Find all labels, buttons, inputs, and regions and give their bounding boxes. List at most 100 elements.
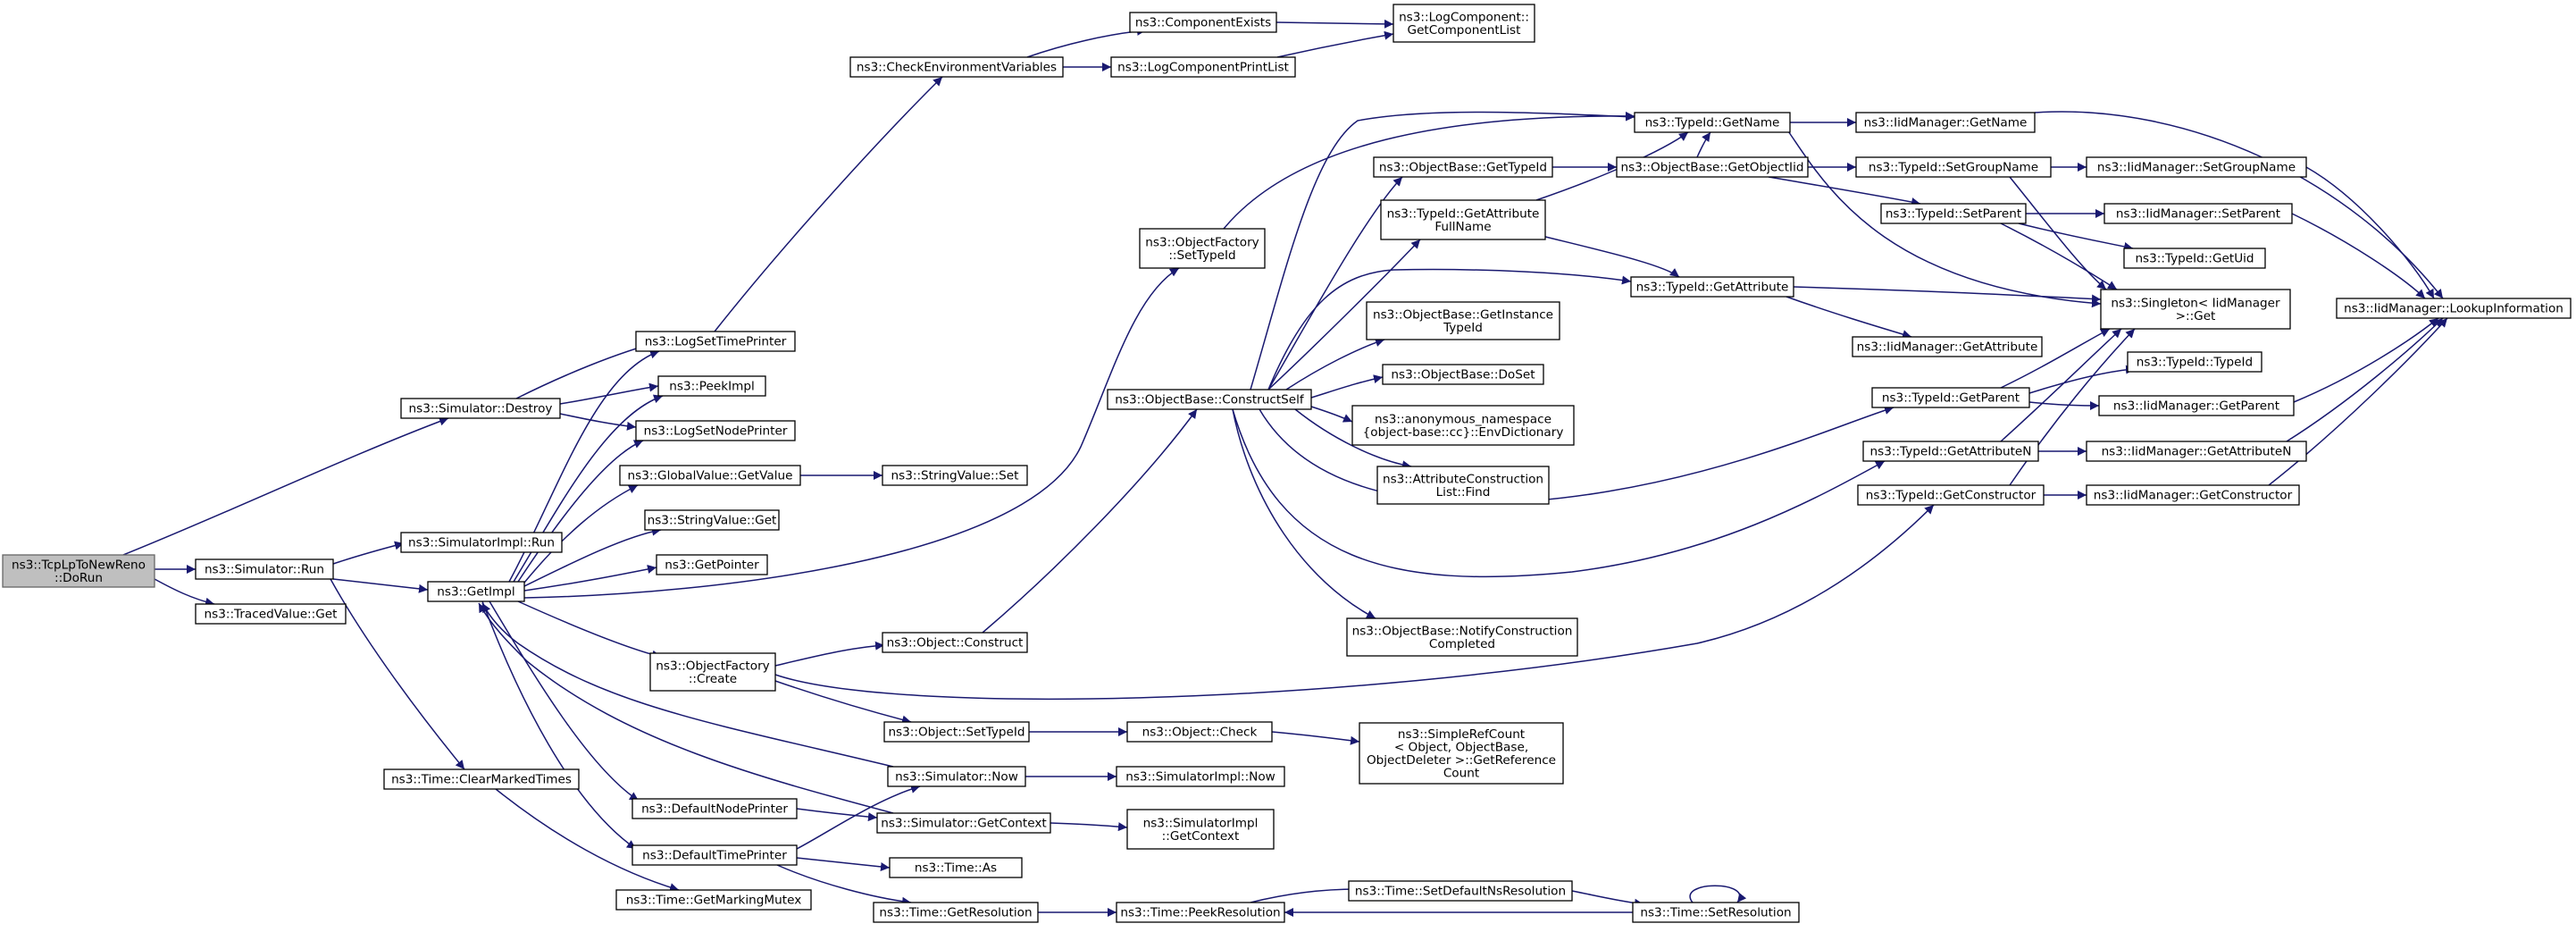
node-peek-impl[interactable]: ns3::PeekImpl <box>657 375 766 397</box>
node-sim-run[interactable]: ns3::Simulator::Run <box>195 558 334 580</box>
node-label: Completed <box>1429 637 1495 651</box>
node-label: ns3::StringValue::Get <box>648 514 777 528</box>
call-arrow <box>523 526 662 587</box>
node-check-env[interactable]: ns3::CheckEnvironmentVariables <box>849 56 1064 78</box>
node-sim-get-context[interactable]: ns3::Simulator::GetContext <box>876 812 1051 834</box>
node-iid-set-parent[interactable]: ns3::IidManager::SetParent <box>2103 203 2293 224</box>
node-log-set-time-printer[interactable]: ns3::LogSetTimePrinter <box>635 331 796 352</box>
node-log-comp-get-list[interactable]: ns3::LogComponent::GetComponentList <box>1393 4 1535 43</box>
node-simple-ref-count[interactable]: ns3::SimpleRefCount< Object, ObjectBase,… <box>1359 722 1564 785</box>
node-iid-get-constructor[interactable]: ns3::IidManager::GetConstructor <box>2086 484 2300 506</box>
node-time-as[interactable]: ns3::Time::As <box>889 857 1023 878</box>
node-iid-lookup[interactable]: ns3::IidManager::LookupInformation <box>2336 298 2572 319</box>
node-label: ns3::anonymous_namespace <box>1375 412 1551 426</box>
call-arrow <box>481 600 637 850</box>
node-string-value-set[interactable]: ns3::StringValue::Set <box>882 465 1028 486</box>
call-edge-get-impl-to-of-set-type-id <box>523 267 1180 599</box>
node-log-comp-print-list[interactable]: ns3::LogComponentPrintList <box>1110 56 1296 78</box>
node-singleton-get[interactable]: ns3::Singleton< IidManager>::Get <box>2100 289 2291 330</box>
node-tid-get-constructor[interactable]: ns3::TypeId::GetConstructor <box>1857 484 2045 506</box>
call-arrow <box>1310 374 1384 399</box>
node-default-node-printer[interactable]: ns3::DefaultNodePrinter <box>631 798 798 819</box>
node-box <box>631 844 798 866</box>
node-get-pointer[interactable]: ns3::GetPointer <box>656 554 768 575</box>
call-arrow <box>1267 239 1421 390</box>
node-box <box>2086 441 2307 462</box>
node-box <box>2103 203 2293 224</box>
node-ob-construct-self[interactable]: ns3::ObjectBase::ConstructSelf <box>1107 389 1312 410</box>
node-label: ns3::ComponentExists <box>1135 16 1271 30</box>
node-peek-res[interactable]: ns3::Time::PeekResolution <box>1116 902 1285 923</box>
node-box <box>619 465 801 486</box>
node-tid-get-parent[interactable]: ns3::TypeId::GetParent <box>1871 387 2030 408</box>
node-iid-get-parent[interactable]: ns3::IidManager::GetParent <box>2098 395 2295 416</box>
call-arrow <box>154 578 215 607</box>
node-sim-destroy[interactable]: ns3::Simulator::Destroy <box>400 398 561 419</box>
node-tid-get-name[interactable]: ns3::TypeId::GetName <box>1634 112 1791 133</box>
node-env-dict[interactable]: ns3::anonymous_namespace{object-base::cc… <box>1351 405 1575 446</box>
node-ob-do-set[interactable]: ns3::ObjectBase::DoSet <box>1382 364 1544 385</box>
node-box <box>882 465 1028 486</box>
node-sim-impl-run[interactable]: ns3::SimulatorImpl::Run <box>400 532 563 553</box>
node-obj-check[interactable]: ns3::Object::Check <box>1126 721 1273 743</box>
node-tid-get-attribute[interactable]: ns3::TypeId::GetAttribute <box>1630 276 1794 298</box>
node-label: ns3::ObjectBase::DoSet <box>1391 368 1535 382</box>
node-box <box>1862 441 2039 462</box>
node-tid-get-attribute-n[interactable]: ns3::TypeId::GetAttributeN <box>1862 441 2039 462</box>
node-label: ns3::TypeId::GetParent <box>1882 391 2020 406</box>
node-set-default-ns-res[interactable]: ns3::Time::SetDefaultNsResolution <box>1348 880 1573 902</box>
node-iid-get-attribute[interactable]: ns3::IidManager::GetAttribute <box>1852 336 2043 357</box>
node-iid-set-group-name[interactable]: ns3::IidManager::SetGroupName <box>2086 156 2307 178</box>
node-get-marking-mutex[interactable]: ns3::Time::GetMarkingMutex <box>615 889 812 911</box>
node-global-value-get[interactable]: ns3::GlobalValue::GetValue <box>619 465 801 486</box>
node-ob-notify[interactable]: ns3::ObjectBase::NotifyConstructionCompl… <box>1346 617 1578 657</box>
call-edge-default-time-printer-to-sim-now <box>796 785 921 850</box>
call-edge-ob-construct-self-to-ob-do-set <box>1310 374 1384 399</box>
node-ob-get-type-id[interactable]: ns3::ObjectBase::GetTypeId <box>1373 156 1553 178</box>
node-box <box>1630 276 1794 298</box>
node-label: ns3::ObjectFactory <box>1145 235 1259 249</box>
node-box <box>882 632 1028 653</box>
node-log-set-node-printer[interactable]: ns3::LogSetNodePrinter <box>635 420 796 441</box>
node-obj-set-type-id[interactable]: ns3::Object::SetTypeId <box>883 721 1030 743</box>
node-ob-get-object-iid[interactable]: ns3::ObjectBase::GetObjectIid <box>1616 156 1809 178</box>
node-tid-type-id[interactable]: ns3::TypeId::TypeId <box>2127 351 2262 373</box>
node-tid-set-group-name[interactable]: ns3::TypeId::SetGroupName <box>1855 156 2052 178</box>
node-of-create[interactable]: ns3::ObjectFactory::Create <box>649 652 776 692</box>
node-comp-exists[interactable]: ns3::ComponentExists <box>1129 12 1277 33</box>
call-edge-tid-get-attribute-to-iid-get-attribute <box>1786 296 1912 339</box>
node-default-time-printer[interactable]: ns3::DefaultTimePrinter <box>631 844 798 866</box>
node-do-run[interactable]: ns3::TcpLpToNewReno::DoRun <box>2 554 155 588</box>
call-edge-sim-destroy-to-log-set-node-printer <box>559 413 637 431</box>
call-edge-default-time-printer-to-time-get-res <box>776 864 912 906</box>
node-clear-marked[interactable]: ns3::Time::ClearMarkedTimes <box>383 768 580 790</box>
call-edges <box>122 19 2448 917</box>
node-set-res[interactable]: ns3::Time::SetResolution <box>1632 902 1800 923</box>
node-label: ObjectDeleter >::GetReference <box>1367 753 1556 768</box>
node-get-impl[interactable]: ns3::GetImpl <box>427 581 525 602</box>
node-iid-get-name[interactable]: ns3::IidManager::GetName <box>1855 112 2036 133</box>
call-arrow <box>1026 26 1147 58</box>
call-edge-ob-construct-self-to-tid-get-attribute <box>1267 268 1632 390</box>
node-traced-get[interactable]: ns3::TracedValue::Get <box>195 603 347 625</box>
node-time-get-res[interactable]: ns3::Time::GetResolution <box>873 902 1039 923</box>
call-arrow <box>1793 286 2102 304</box>
call-arrow <box>774 504 1935 701</box>
call-arrow <box>796 808 878 822</box>
node-sim-now[interactable]: ns3::Simulator::Now <box>887 766 1026 787</box>
node-obj-construct[interactable]: ns3::Object::Construct <box>882 632 1028 653</box>
node-of-set-type-id[interactable]: ns3::ObjectFactory::SetTypeId <box>1139 228 1266 269</box>
node-tid-set-parent[interactable]: ns3::TypeId::SetParent <box>1880 203 2027 224</box>
node-tid-get-uid[interactable]: ns3::TypeId::GetUid <box>2123 248 2266 269</box>
node-iid-get-attribute-n[interactable]: ns3::IidManager::GetAttributeN <box>2086 441 2307 462</box>
node-box <box>1616 156 1809 178</box>
call-arrow <box>982 408 1198 634</box>
node-sim-impl-get-context[interactable]: ns3::SimulatorImpl::GetContext <box>1126 809 1275 850</box>
node-string-value-get[interactable]: ns3::StringValue::Get <box>644 509 780 531</box>
call-arrow <box>523 565 657 592</box>
node-sim-impl-now[interactable]: ns3::SimulatorImpl::Now <box>1116 766 1285 787</box>
node-label: ns3::IidManager::GetParent <box>2113 399 2279 414</box>
